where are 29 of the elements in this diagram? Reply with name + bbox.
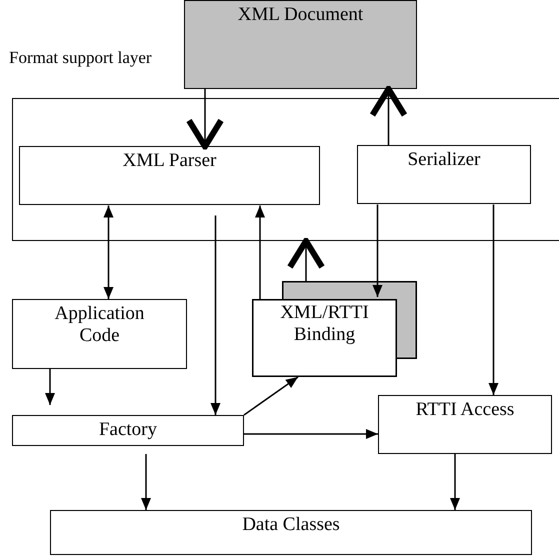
- box-label: XML/RTTI Binding: [279, 301, 370, 346]
- arrow: [287, 238, 325, 281]
- box-label: RTTI Access: [414, 398, 516, 421]
- box-label: Serializer: [406, 148, 482, 171]
- process-box: [19, 146, 320, 205]
- process-box: [12, 299, 187, 369]
- process-box: [378, 395, 552, 454]
- arrow: [45, 369, 55, 405]
- arrow: [244, 376, 298, 416]
- arrow: [370, 86, 408, 146]
- arrow: [141, 454, 151, 510]
- box-label: Data Classes: [241, 513, 341, 536]
- arrow: [186, 89, 224, 150]
- process-box: [50, 510, 532, 555]
- arrow: [488, 204, 498, 395]
- box-label: XML Parser: [122, 149, 218, 172]
- box-label: Application Code: [54, 302, 146, 347]
- arrow: [255, 206, 265, 299]
- arrow: [372, 204, 382, 297]
- box-label: XML Document: [236, 3, 364, 26]
- process-box: [357, 145, 531, 204]
- arrow: [104, 206, 114, 299]
- arrow: [210, 216, 220, 415]
- process-box: [12, 415, 244, 446]
- document-box: [184, 0, 417, 89]
- layer-title: Format support layer: [9, 47, 152, 69]
- box-label: Factory: [98, 418, 158, 441]
- arrow: [450, 454, 460, 510]
- arrow: [244, 429, 378, 439]
